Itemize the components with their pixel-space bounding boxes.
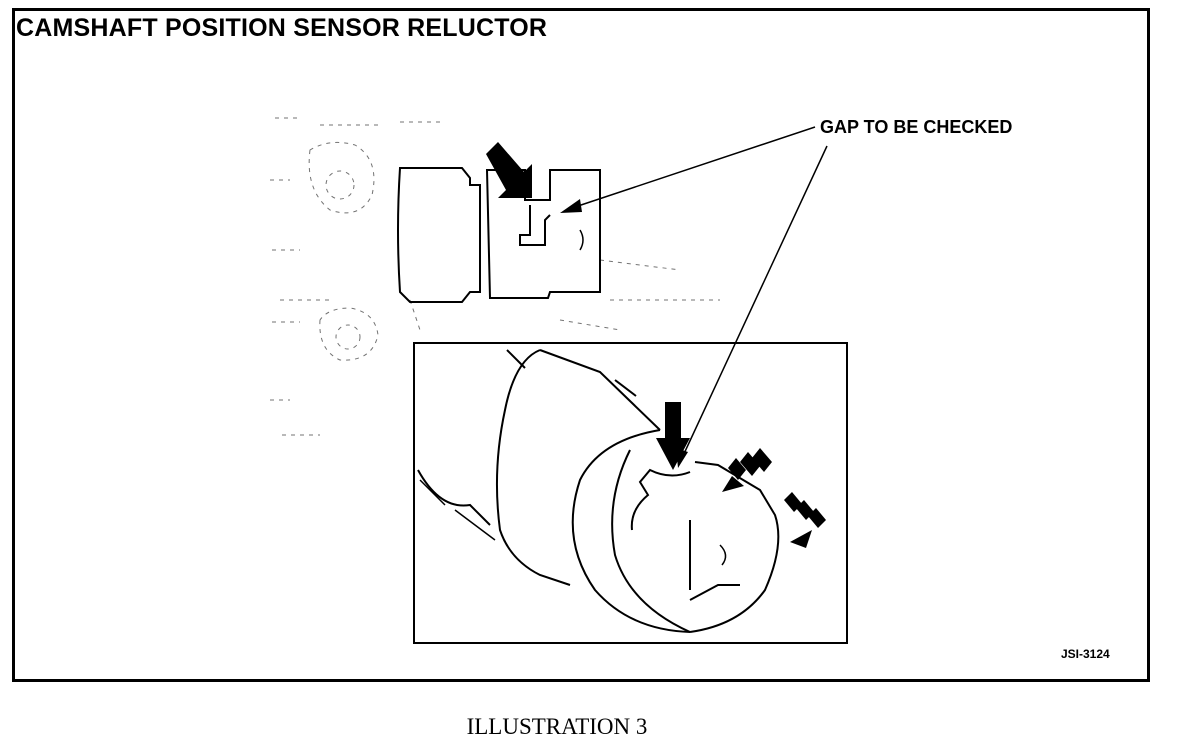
diagram-frame xyxy=(12,8,1150,682)
rotation-arrows xyxy=(722,448,826,548)
gap-arrow-detail xyxy=(656,402,690,470)
gap-arrow-top xyxy=(486,142,532,198)
diagram-title: CAMSHAFT POSITION SENSOR RELUCTOR xyxy=(16,14,548,42)
detail-inset-frame xyxy=(413,342,848,644)
illustration-caption: ILLUSTRATION 3 xyxy=(466,714,648,739)
gap-callout-label: GAP TO BE CHECKED xyxy=(820,117,1013,137)
figure-id: JSI-3124 xyxy=(1061,647,1110,661)
sensor-detail-view xyxy=(417,349,780,633)
engine-background-outline xyxy=(270,117,720,436)
sensor-top-view xyxy=(397,167,601,303)
